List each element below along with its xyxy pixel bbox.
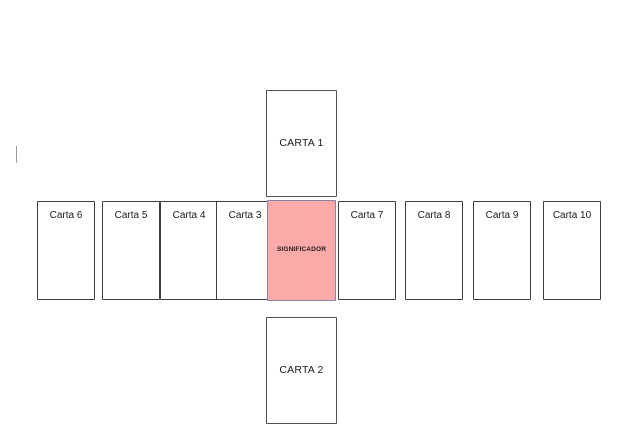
card-significador[interactable]: SIGNIFICADOR: [267, 200, 336, 301]
margin-tick-mark: [16, 146, 17, 163]
card-carta-8[interactable]: Carta 8: [405, 201, 463, 300]
card-label: CARTA 1: [279, 137, 324, 150]
card-carta-9[interactable]: Carta 9: [473, 201, 531, 300]
card-label: Carta 8: [417, 210, 451, 221]
card-carta-6[interactable]: Carta 6: [37, 201, 95, 300]
card-label: CARTA 2: [279, 364, 324, 377]
card-label: Carta 9: [485, 210, 519, 221]
card-carta-3[interactable]: Carta 3: [216, 201, 274, 300]
card-label: Carta 7: [350, 210, 384, 221]
card-carta-4[interactable]: Carta 4: [160, 201, 218, 300]
card-carta-2[interactable]: CARTA 2: [266, 317, 337, 424]
card-carta-7[interactable]: Carta 7: [338, 201, 396, 300]
card-label: Carta 6: [49, 210, 83, 221]
card-carta-5[interactable]: Carta 5: [102, 201, 160, 300]
card-label: Carta 10: [552, 210, 592, 221]
card-label: SIGNIFICADOR: [276, 246, 327, 254]
card-label: Carta 5: [114, 210, 148, 221]
card-label: Carta 3: [228, 210, 262, 221]
card-carta-1[interactable]: CARTA 1: [266, 90, 337, 197]
card-label: Carta 4: [172, 210, 206, 221]
card-carta-10[interactable]: Carta 10: [543, 201, 601, 300]
